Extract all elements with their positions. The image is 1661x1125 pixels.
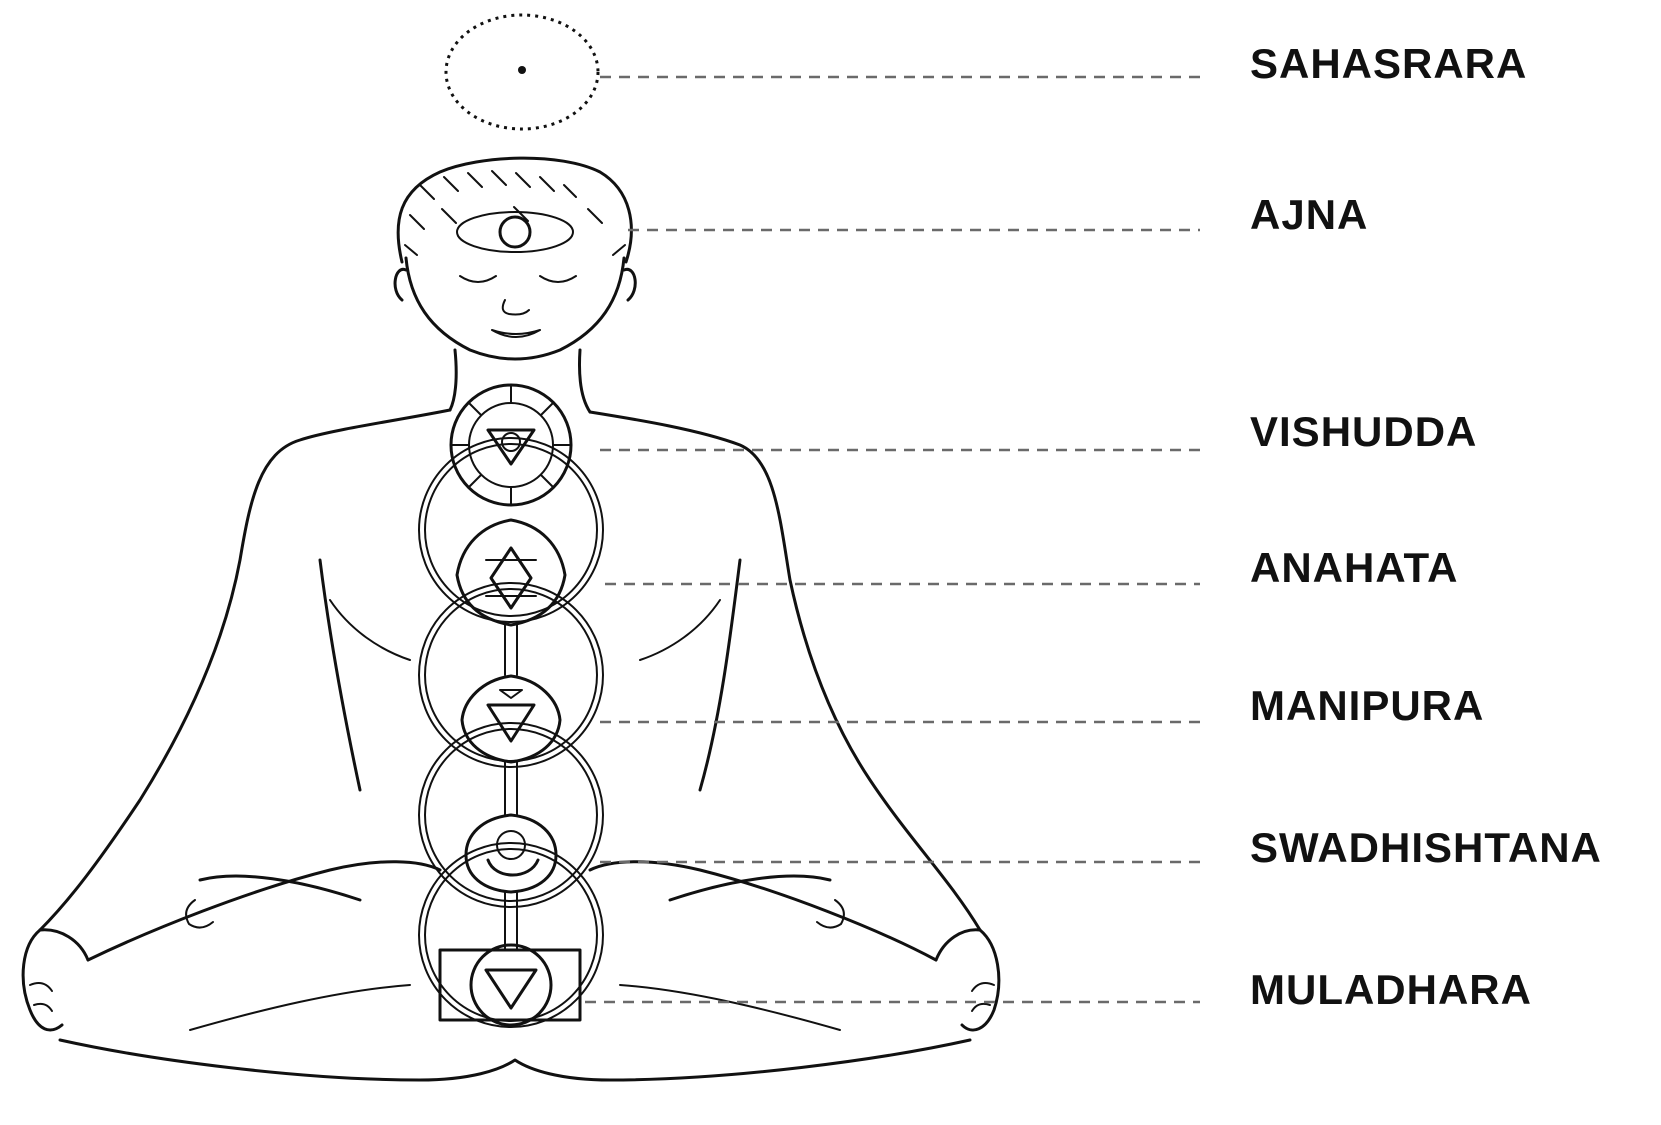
label-ajna: AJNA [1250,191,1368,238]
meditating-figure [23,158,999,1080]
ajna-symbol [457,212,573,252]
leader-lines [585,77,1200,1002]
label-vishudda: VISHUDDA [1250,408,1477,455]
swadhishtana-symbol [466,815,556,892]
chakra-labels: SAHASRARA AJNA VISHUDDA ANAHATA MANIPURA… [1250,40,1602,1013]
label-anahata: ANAHATA [1250,544,1458,591]
sahasrara-symbol [446,15,598,129]
chakra-column [419,385,603,1027]
anahata-symbol [457,520,565,625]
label-sahasrara: SAHASRARA [1250,40,1527,87]
nadi-rings [419,438,603,1027]
label-manipura: MANIPURA [1250,682,1484,729]
label-muladhara: MULADHARA [1250,966,1532,1013]
manipura-symbol [462,676,560,762]
label-swadhishtana: SWADHISHTANA [1250,824,1602,871]
